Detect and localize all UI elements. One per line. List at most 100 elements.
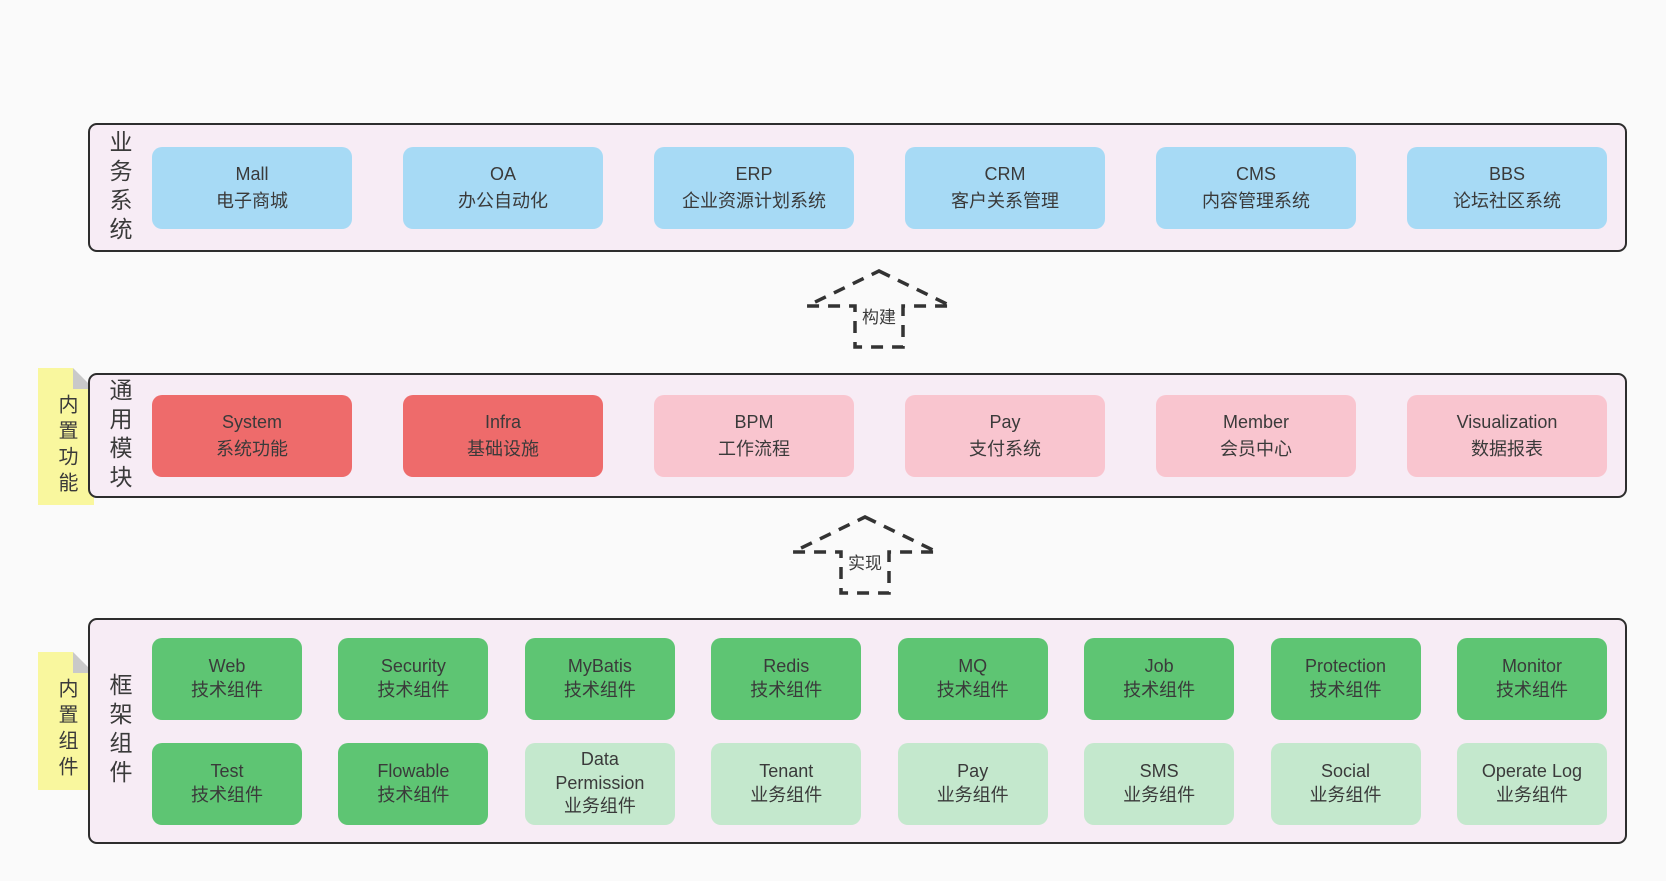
box-title: ERP xyxy=(735,164,773,185)
box-infra: Infra 基础设施 xyxy=(403,394,603,477)
box-title: Security xyxy=(380,656,446,677)
box-mq: MQ 技术组件 xyxy=(897,637,1048,720)
note-text: 内置组件 xyxy=(55,678,77,782)
band-components-row-2: Test 技术组件 Flowable 技术组件 Data Permission … xyxy=(152,742,1607,825)
box-operate-log: Operate Log 业务组件 xyxy=(1456,742,1607,825)
box-subtitle: 基础设施 xyxy=(467,438,539,459)
box-cms: CMS 内容管理系统 xyxy=(1156,146,1356,229)
box-title: Flowable xyxy=(377,761,450,782)
box-mybatis: MyBatis 技术组件 xyxy=(524,637,675,720)
up-arrow-outline xyxy=(792,515,938,595)
box-subtitle: 技术组件 xyxy=(191,679,263,700)
box-title: Protection xyxy=(1305,656,1387,677)
box-mall: Mall 电子商城 xyxy=(152,146,352,229)
box-title: BBS xyxy=(1488,164,1526,185)
band-label-business-systems: 业务系统 xyxy=(106,129,132,246)
box-subtitle: 技术组件 xyxy=(1123,679,1196,700)
box-subtitle: 业务组件 xyxy=(936,784,1009,805)
box-subtitle: 技术组件 xyxy=(563,679,636,700)
box-pay-business: Pay 业务组件 xyxy=(897,742,1048,825)
box-title: Pay xyxy=(989,412,1021,433)
box-subtitle: 数据报表 xyxy=(1471,438,1543,459)
box-title: Test xyxy=(210,761,244,782)
band-common-modules: 通用模块 System 系统功能 Infra 基础设施 BPM 工作流程 Pay… xyxy=(88,373,1627,498)
box-title: SMS xyxy=(1139,761,1179,782)
box-sms: SMS 业务组件 xyxy=(1084,742,1235,825)
band-business-systems: 业务系统 Mall 电子商城 OA 办公自动化 ERP 企业资源计划系统 CRM… xyxy=(88,123,1627,252)
box-title: MQ xyxy=(958,656,988,677)
box-title: OA xyxy=(489,164,516,185)
box-title: Pay xyxy=(957,761,989,782)
box-subtitle: 技术组件 xyxy=(191,784,263,805)
box-pay-module: Pay 支付系统 xyxy=(905,394,1105,477)
box-title: Web xyxy=(208,656,246,677)
band-modules-rows: System 系统功能 Infra 基础设施 BPM 工作流程 Pay 支付系统… xyxy=(152,375,1607,496)
box-subtitle: 技术组件 xyxy=(750,679,823,700)
box-subtitle: 技术组件 xyxy=(936,679,1009,700)
box-tenant: Tenant 业务组件 xyxy=(711,742,862,825)
box-title: Operate Log xyxy=(1481,761,1582,782)
implement-arrow-label: 实现 xyxy=(845,548,885,575)
box-web: Web 技术组件 xyxy=(152,637,302,720)
box-title: Mall xyxy=(235,164,269,185)
band-components-rows: Web 技术组件 Security 技术组件 MyBatis 技术组件 Redi… xyxy=(152,620,1607,842)
box-title: Data Permission xyxy=(555,749,645,793)
box-title: MyBatis xyxy=(567,656,632,677)
box-subtitle: 业务组件 xyxy=(1123,784,1196,805)
box-protection: Protection 技术组件 xyxy=(1270,637,1421,720)
implement-arrow: 实现 xyxy=(790,514,940,596)
band-business-row: Mall 电子商城 OA 办公自动化 ERP 企业资源计划系统 CRM 客户关系… xyxy=(152,146,1607,229)
box-subtitle: 办公自动化 xyxy=(458,190,548,211)
box-crm: CRM 客户关系管理 xyxy=(905,146,1105,229)
box-data-permission: Data Permission 业务组件 xyxy=(524,742,675,825)
box-subtitle: 技术组件 xyxy=(1309,679,1382,700)
box-subtitle: 技术组件 xyxy=(1495,679,1568,700)
box-title: CMS xyxy=(1236,164,1276,185)
note-built-in-components: 内置组件 xyxy=(38,652,94,790)
box-title: BPM xyxy=(734,412,774,433)
box-subtitle: 技术组件 xyxy=(377,784,450,805)
band-components-row-1: Web 技术组件 Security 技术组件 MyBatis 技术组件 Redi… xyxy=(152,637,1607,720)
box-oa: OA 办公自动化 xyxy=(403,146,603,229)
box-subtitle: 支付系统 xyxy=(969,438,1041,459)
band-business-rows: Mall 电子商城 OA 办公自动化 ERP 企业资源计划系统 CRM 客户关系… xyxy=(152,125,1607,250)
band-modules-row: System 系统功能 Infra 基础设施 BPM 工作流程 Pay 支付系统… xyxy=(152,394,1607,477)
box-subtitle: 业务组件 xyxy=(750,784,823,805)
box-system: System 系统功能 xyxy=(152,394,352,477)
box-redis: Redis 技术组件 xyxy=(711,637,862,720)
note-built-in-features: 内置功能 xyxy=(38,368,94,505)
build-arrow: 构建 xyxy=(804,268,954,350)
box-subtitle: 业务组件 xyxy=(563,796,636,817)
band-framework-components: 框架组件 Web 技术组件 Security 技术组件 MyBatis 技术组件… xyxy=(88,618,1627,844)
band-label-framework-components: 框架组件 xyxy=(106,673,132,789)
box-test: Test 技术组件 xyxy=(152,742,302,825)
box-bbs: BBS 论坛社区系统 xyxy=(1407,146,1607,229)
box-visualization: Visualization 数据报表 xyxy=(1407,394,1607,477)
box-title: Redis xyxy=(763,656,810,677)
box-title: Job xyxy=(1144,656,1174,677)
box-subtitle: 技术组件 xyxy=(377,679,450,700)
box-title: Member xyxy=(1222,412,1289,433)
box-subtitle: 系统功能 xyxy=(216,438,288,459)
box-job: Job 技术组件 xyxy=(1084,637,1235,720)
box-title: Social xyxy=(1321,761,1371,782)
box-flowable: Flowable 技术组件 xyxy=(338,742,489,825)
box-bpm: BPM 工作流程 xyxy=(654,394,854,477)
build-arrow-label: 构建 xyxy=(859,302,899,329)
up-arrow-icon xyxy=(792,515,938,595)
up-arrow-outline xyxy=(806,269,952,349)
box-monitor: Monitor 技术组件 xyxy=(1456,637,1607,720)
box-social: Social 业务组件 xyxy=(1270,742,1421,825)
box-subtitle: 电子商城 xyxy=(216,190,288,211)
band-label-common-modules: 通用模块 xyxy=(106,377,132,494)
box-subtitle: 工作流程 xyxy=(718,438,790,459)
box-subtitle: 企业资源计划系统 xyxy=(682,190,826,211)
box-subtitle: 会员中心 xyxy=(1220,438,1292,459)
box-subtitle: 内容管理系统 xyxy=(1202,190,1310,211)
box-subtitle: 业务组件 xyxy=(1309,784,1382,805)
box-subtitle: 业务组件 xyxy=(1495,784,1568,805)
box-title: Tenant xyxy=(759,761,814,782)
box-title: System xyxy=(221,412,282,433)
note-text: 内置功能 xyxy=(55,394,77,498)
box-title: Visualization xyxy=(1456,412,1558,433)
